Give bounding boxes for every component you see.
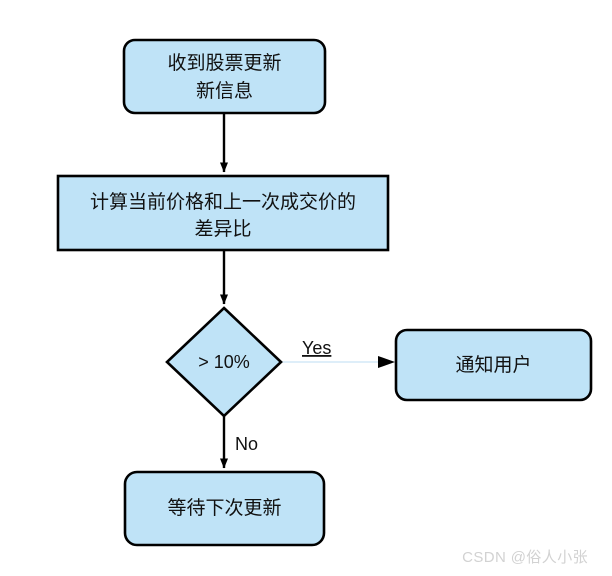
node-compute-price-diff-shape[interactable]	[56, 174, 390, 252]
node-wait-next-update[interactable]: 等待下次更新	[123, 470, 326, 547]
edge-label-layer: Yes No	[235, 338, 331, 454]
node-threshold-decision-label: > 10%	[198, 352, 250, 372]
node-wait-next-update-shape[interactable]	[123, 470, 326, 547]
node-receive-stock-update-shape[interactable]	[122, 38, 327, 115]
edge-label-yes: Yes	[302, 338, 331, 358]
csdn-watermark: CSDN @俗人小张	[462, 549, 588, 566]
node-threshold-decision[interactable]: > 10%	[165, 306, 283, 418]
edge-decision-yes-arrowhead	[378, 356, 395, 368]
node-compute-price-diff-line1: 计算当前价格和上一次成交价的	[90, 191, 356, 213]
node-threshold-decision-shape[interactable]	[165, 306, 283, 418]
node-wait-next-update-label: 等待下次更新	[167, 497, 281, 519]
edge-layer	[220, 113, 395, 469]
node-notify-user-label: 通知用户	[455, 354, 531, 376]
node-receive-stock-update-line1: 收到股票更新	[167, 52, 281, 74]
node-receive-stock-update-line2: 新信息	[196, 80, 253, 102]
node-notify-user-shape[interactable]	[394, 328, 593, 402]
edge-label-no: No	[235, 434, 258, 454]
node-compute-price-diff[interactable]: 计算当前价格和上一次成交价的 差异比	[56, 174, 390, 252]
node-compute-price-diff-line2: 差异比	[194, 218, 251, 240]
node-notify-user[interactable]: 通知用户	[394, 328, 593, 402]
node-layer: 收到股票更新 新信息 计算当前价格和上一次成交价的 差异比 > 10% 通知用户	[56, 38, 593, 547]
node-receive-stock-update[interactable]: 收到股票更新 新信息	[122, 38, 327, 115]
